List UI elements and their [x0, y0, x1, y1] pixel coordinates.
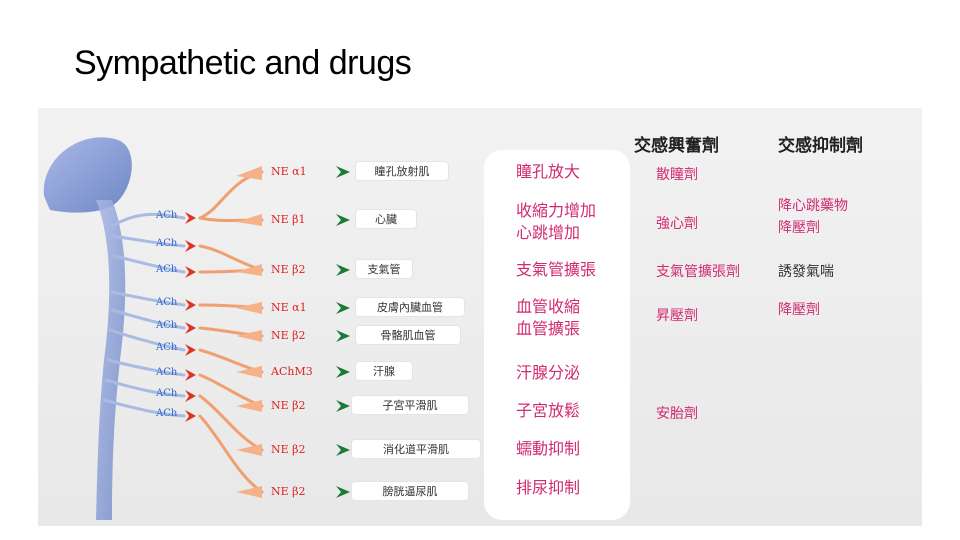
target-organ: 心臟: [356, 210, 416, 228]
inhibitor-drug: 降壓劑: [778, 220, 820, 236]
target-organ: 子宮平滑肌: [352, 396, 468, 414]
receptor-label: NE β2: [271, 443, 306, 456]
stimulant-drug: 支氣管擴張劑: [656, 264, 740, 280]
stimulant-drug: 昇壓劑: [656, 308, 698, 324]
receptor-label: NE α1: [271, 301, 307, 314]
target-organ: 消化道平滑肌: [352, 440, 480, 458]
inhibitor-drug: 誘發氣喘: [778, 264, 834, 280]
effect-label: 收縮力增加: [516, 201, 597, 220]
receptor-label: NE β2: [271, 263, 306, 276]
stimulant-drug: 安胎劑: [656, 406, 698, 422]
neuron-terminals: [236, 166, 262, 498]
stimulant-drug: 強心劑: [656, 216, 698, 232]
target-organ: 膀胱逼尿肌: [352, 482, 468, 500]
receptor-label: NE α1: [271, 165, 307, 178]
target-organ: 骨骼肌血管: [356, 326, 460, 344]
ach-label: ACh: [156, 342, 178, 353]
inhibitor-drug: 降心跳藥物: [778, 198, 848, 214]
receptor-label: NE β2: [271, 485, 306, 498]
receptor-label: NE β1: [271, 213, 306, 226]
effect-label: 排尿抑制: [516, 478, 581, 497]
ach-label: ACh: [156, 264, 178, 275]
effect-label: 汗腺分泌: [516, 363, 581, 382]
effect-panel: [484, 150, 630, 520]
target-organ: 瞳孔放射肌: [356, 162, 448, 180]
effect-label: 血管收縮: [516, 297, 581, 316]
effect-label: 血管擴張: [516, 319, 581, 338]
brain-shape: [43, 137, 132, 213]
diagram-panel: [38, 108, 922, 526]
target-organ: 汗腺: [356, 362, 412, 380]
preganglionic-fibers: [102, 212, 186, 418]
stimulant-column-header: 交感興奮劑: [634, 136, 719, 156]
effector-arrows: [336, 166, 350, 498]
ach-arrows: [185, 212, 196, 422]
effect-label: 蠕動抑制: [516, 439, 581, 458]
effect-label: 心跳增加: [516, 223, 581, 242]
ach-label: ACh: [156, 367, 178, 378]
ach-label: ACh: [156, 297, 178, 308]
stimulant-drug: 散瞳劑: [656, 167, 698, 183]
target-organ: 支氣管: [356, 260, 412, 278]
ach-label: ACh: [156, 210, 178, 221]
ach-label: ACh: [156, 238, 178, 249]
target-organ: 皮膚內臟血管: [356, 298, 464, 316]
effect-label: 瞳孔放大: [516, 162, 581, 181]
ach-label: ACh: [156, 320, 178, 331]
ach-label: ACh: [156, 408, 178, 419]
receptor-label: NE β2: [271, 399, 306, 412]
slide-title: Sympathetic and drugs: [74, 44, 412, 82]
effect-label: 子宮放鬆: [516, 401, 581, 420]
effect-label: 支氣管擴張: [516, 260, 597, 279]
receptor-label: AChM3: [271, 365, 313, 378]
receptor-label: NE β2: [271, 329, 306, 342]
inhibitor-column-header: 交感抑制劑: [778, 136, 863, 156]
inhibitor-drug: 降壓劑: [778, 302, 820, 318]
ach-label: ACh: [156, 388, 178, 399]
